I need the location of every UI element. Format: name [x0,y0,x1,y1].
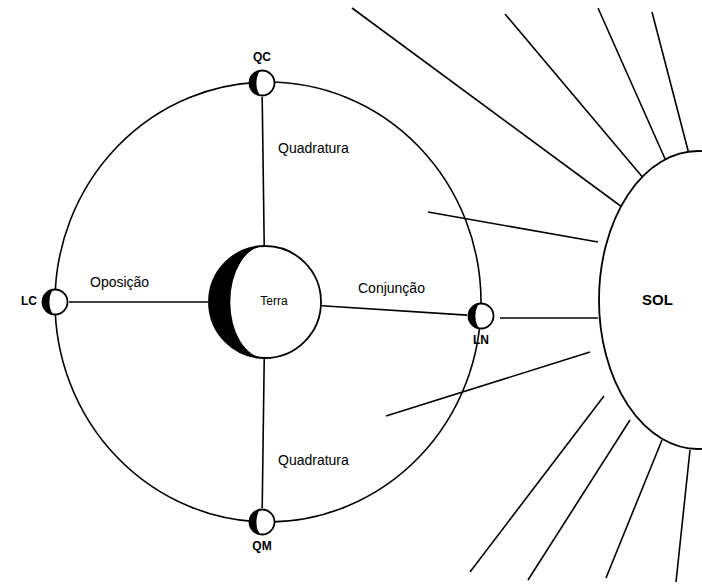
moon-disc [43,290,68,315]
phase-line [262,97,264,245]
sun-ray [500,317,598,319]
phase-label: QC [253,51,271,65]
moon-symbol [467,302,495,330]
configuration-label: Conjunção [356,280,427,296]
sun-ray [470,396,604,572]
sun-outline [599,151,702,449]
moon-symbol [248,508,276,536]
moon-disc [469,304,494,329]
moon-phase: QC [248,69,276,97]
moon-symbol [41,288,69,316]
moon-disc [250,510,275,535]
phase-line [262,359,264,508]
earth-circle: Terra [208,245,322,359]
sun-ray [386,352,590,416]
moon-phase: LN [467,302,495,330]
moon-phase: LC [41,288,69,316]
earth-night-side [209,246,265,358]
phase-label: LC [21,295,37,309]
configuration-label: Quadratura [276,140,351,156]
sun-ray [606,440,662,578]
sun-ray [428,212,598,242]
sun-ray [676,450,690,582]
phase-label: LN [473,334,489,348]
phase-label: QM [252,540,271,554]
moon-disc [250,71,275,96]
moon-orbit [55,82,481,522]
earth-disc [209,246,321,358]
sun-ellipse: SOL [598,150,702,450]
sun-ray [652,12,690,158]
configuration-label: Quadratura [276,452,351,468]
moon-phase: QM [248,508,276,536]
moon-symbol [248,69,276,97]
moon-shadow [250,510,262,535]
moon-shadow [43,290,55,315]
moon-shadow [469,304,481,329]
phase-line [322,306,467,315]
sun-label: SOL [642,291,673,308]
sun-ray [505,14,650,186]
phase-line [69,301,208,303]
sun-ray [598,8,670,170]
earth-label: Terra [260,295,287,309]
configuration-label: Oposição [88,274,151,290]
moon-shadow [250,71,262,96]
